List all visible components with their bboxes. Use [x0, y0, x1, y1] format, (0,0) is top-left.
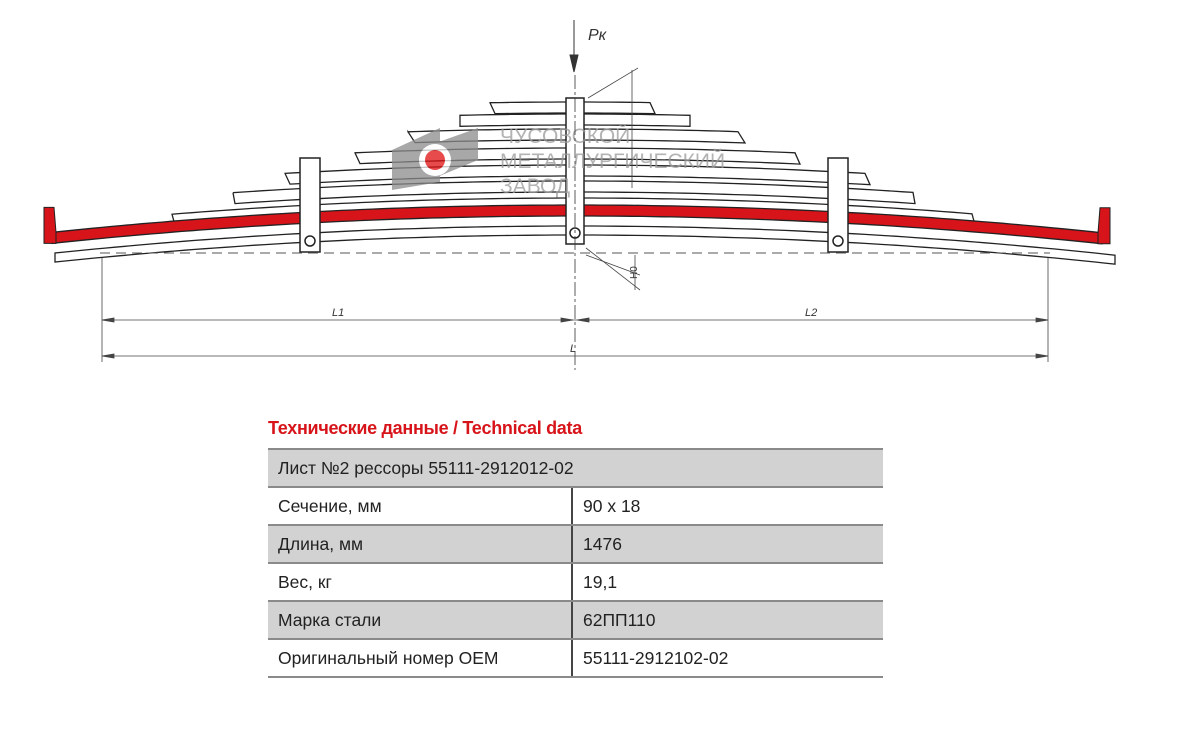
company-logo-watermark: ЧУСОВСКОЙ МЕТАЛЛУРГИЧЕСКИЙ ЗАВОД	[392, 124, 725, 198]
row-value: 19,1	[571, 563, 883, 602]
left-clamp	[299, 157, 321, 253]
load-label: Pк	[588, 27, 608, 44]
watermark-line-2: МЕТАЛЛУРГИЧЕСКИЙ	[500, 149, 725, 173]
watermark-line-3: ЗАВОД	[500, 175, 570, 198]
section-title: Технические данные / Technical data	[268, 418, 582, 438]
dimension-l1-label: L1	[332, 307, 344, 319]
row-value: 90 x 18	[571, 487, 883, 526]
row-label: Длина, мм	[268, 525, 572, 564]
technical-data-table: Лист №2 рессоры 55111-2912012-02 Сечение…	[268, 448, 883, 678]
table-header-row: Лист №2 рессоры 55111-2912012-02	[268, 448, 883, 488]
row-value: 1476	[571, 525, 883, 564]
right-eye-hook	[1097, 207, 1111, 245]
dimension-l2-label: L2	[805, 307, 817, 319]
dimension-l-label: L	[570, 343, 576, 355]
load-arrow	[569, 20, 579, 370]
row-label: Вес, кг	[268, 563, 572, 602]
height-label: H0	[629, 266, 640, 279]
row-label: Сечение, мм	[268, 487, 572, 526]
watermark-line-1: ЧУСОВСКОЙ	[500, 124, 630, 148]
table-header: Лист №2 рессоры 55111-2912012-02	[268, 448, 883, 488]
leaf-spring-drawing: ЧУСОВСКОЙ МЕТАЛЛУРГИЧЕСКИЙ ЗАВОД Pк H0 L…	[43, 20, 1116, 370]
leaf-bottom	[54, 225, 1116, 265]
right-clamp	[827, 157, 849, 253]
row-value: 55111-2912102-02	[571, 639, 883, 678]
row-label: Марка стали	[268, 601, 572, 640]
dimension-lines	[101, 258, 1049, 362]
left-eye-hook	[43, 206, 57, 244]
row-label: Оригинальный номер OEM	[268, 639, 572, 678]
row-value: 62ПП110	[571, 601, 883, 640]
height-dimension	[585, 67, 641, 291]
